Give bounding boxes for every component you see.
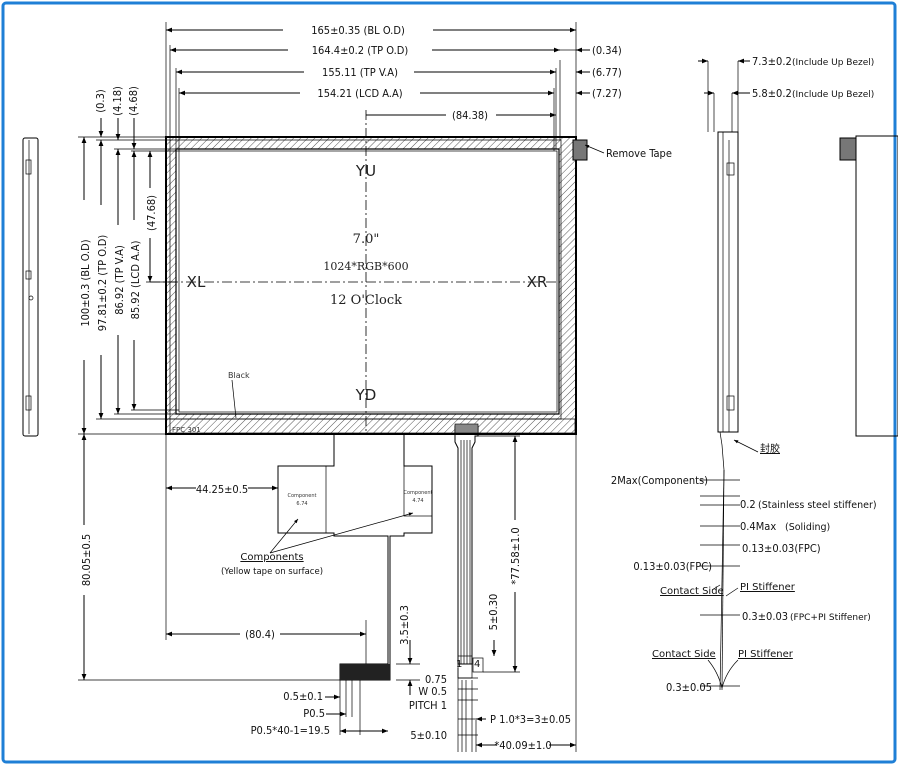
dim-510: 5±0.10 (410, 729, 447, 742)
dim-58: 5.8±0.2 (752, 87, 792, 100)
bl-outline (165, 136, 577, 435)
far-right-body (855, 135, 898, 437)
label-components-note: (Yellow tape on surface) (221, 567, 323, 577)
dim-04: 0.4Max (740, 520, 776, 533)
dim-pitch1: PITCH 1 (409, 699, 447, 712)
dim-center-offset: (84.38) (452, 109, 488, 122)
label-pi-stiffener-2: PI Stiffener (738, 649, 794, 660)
fpc-2 (454, 425, 479, 665)
left-dimensions: 100±0.3 (BL O.D) 97.81±0.2 (TP O.D) 86.9… (77, 86, 340, 681)
label-contact-side-2: Contact Side (652, 649, 716, 660)
label-remove-tape: Remove Tape (606, 147, 672, 160)
dim-58-note: (Include Up Bezel) (792, 90, 874, 100)
label-seal: 封胶 (760, 442, 780, 455)
dim-bl-od-height: 100±0.3 (BL O.D) (79, 239, 92, 326)
label-yd: YD (355, 386, 377, 404)
label-yu: YU (355, 162, 376, 180)
dim-right-727: (7.27) (592, 87, 622, 100)
side-view-left-body (22, 137, 39, 437)
dim-4425: 44.25±0.5 (196, 483, 248, 496)
pin-1: 1 (456, 659, 462, 670)
dim-013-left: 0.13±0.03(FPC) (633, 560, 712, 573)
aa-outline (178, 150, 558, 413)
black-leader (231, 379, 237, 419)
dim-03-fpc: 0.3±0.03 (742, 610, 788, 623)
label-components: Components (240, 552, 303, 563)
dim-p10: P 1.0*3=3±0.05 (490, 713, 571, 726)
label-size: 7.0" (353, 232, 380, 247)
dim-w05: W 0.5 (418, 685, 447, 698)
dim-013: 0.13±0.03(FPC) (742, 542, 821, 555)
component-box-2-label: Component (403, 490, 432, 496)
dim-tp-va-width: 155.11 (TP V.A) (322, 66, 398, 79)
dim-05: 0.5±0.1 (283, 690, 323, 703)
dim-right-034: (0.34) (592, 44, 622, 57)
pin-4: 4 (474, 659, 480, 670)
component-box-1-sub: 6.74 (296, 501, 307, 507)
dim-p05: P0.5 (303, 707, 325, 720)
dim-4009: *40.09±1.0 (494, 739, 551, 752)
dim-03b: 0.3±0.05 (666, 681, 712, 694)
main-panel: YU YD XL XR 7.0" 1024*RGB*600 12 O'Clock… (150, 110, 672, 435)
dim-lcd-aa-width: 154.21 (LCD A.A) (317, 87, 402, 100)
dim-03: (0.3) (94, 89, 107, 113)
label-contact-side-1: Contact Side (660, 586, 724, 597)
remove-tape-leader (584, 144, 605, 154)
left-side-view (22, 137, 39, 437)
top-dimensions: 165±0.35 (BL O.D) 164.4±0.2 (TP O.D) (0.… (165, 22, 622, 151)
dim-tp-od-height: 97.81±0.2 (TP O.D) (96, 235, 109, 332)
dim-73-note: (Include Up Bezel) (792, 58, 874, 68)
dim-075: 0.75 (425, 673, 447, 686)
label-fpc-mark: FPC 301 (172, 426, 201, 434)
fpc-2-connector (454, 423, 479, 434)
label-orientation: 12 O'Clock (330, 293, 402, 308)
dim-5030: 5±0.30 (487, 594, 500, 631)
fpc-contacts (340, 664, 390, 680)
remove-tape-block (572, 139, 588, 161)
dim-p05x40: P0.5*40-1=19.5 (251, 724, 330, 737)
dim-7758: *77.58±1.0 (509, 527, 522, 584)
far-right-tape (839, 137, 857, 161)
dim-total-height: 80.05±0.5 (80, 534, 93, 586)
dim-73: 7.3±0.2 (752, 55, 792, 68)
right-side-view: 7.3±0.2 (Include Up Bezel) 5.8±0.2 (Incl… (611, 55, 877, 694)
dim-35: 3.5±0.3 (398, 605, 411, 645)
dim-right-677: (6.77) (592, 66, 622, 79)
component-box-1-label: Component (287, 493, 316, 499)
bottom-strip (169, 418, 576, 434)
dim-bl-od-width: 165±0.35 (BL O.D) (311, 24, 405, 37)
far-right-view (839, 135, 898, 437)
dim-02: 0.2 (740, 498, 756, 511)
dim-4768: (47.68) (145, 195, 158, 231)
side-view-body (717, 131, 739, 433)
label-black: Black (228, 371, 250, 380)
dim-03-note: (FPC+PI Stiffener) (790, 613, 871, 623)
va-outline (175, 148, 560, 415)
label-xl: XL (187, 273, 206, 291)
component-box-2 (403, 465, 433, 517)
dim-2max: 2Max(Components) (611, 474, 708, 487)
dim-02-note: (Stainless steel stiffener) (758, 500, 877, 511)
dim-468: (4.68) (127, 86, 140, 116)
dim-04-note: (Soliding) (785, 522, 830, 533)
component-box-2-sub: 4.74 (412, 498, 423, 504)
dim-tp-od-width: 164.4±0.2 (TP O.D) (312, 44, 409, 57)
label-pi-stiffener-1: PI Stiffener (740, 582, 796, 593)
label-resolution: 1024*RGB*600 (323, 260, 408, 273)
dim-lcd-aa-height: 85.92 (LCD A.A) (129, 240, 142, 319)
dim-418: (4.18) (111, 86, 124, 116)
component-box-1 (277, 465, 327, 534)
dim-804: (80.4) (245, 628, 275, 641)
fpc-tail: Component 6.74 Component 4.74 Components… (165, 423, 577, 752)
dim-tp-va-height: 86.92 (TP V.A) (113, 245, 126, 315)
label-xr: XR (527, 273, 548, 291)
